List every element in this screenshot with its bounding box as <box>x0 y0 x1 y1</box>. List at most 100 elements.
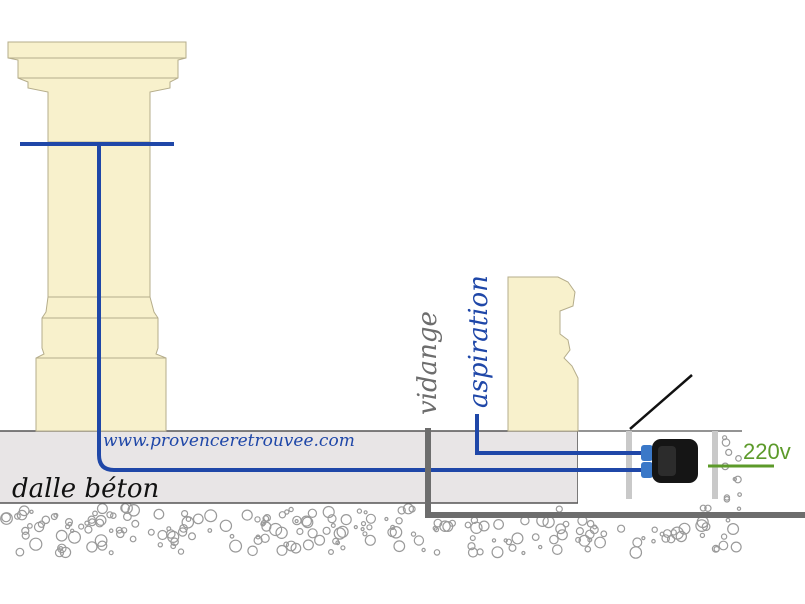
gravel-pebble <box>433 549 441 556</box>
gravel-pebble <box>181 515 195 529</box>
drain-pipe <box>425 428 805 518</box>
gravel-pebble <box>720 533 728 540</box>
gravel-pebble <box>177 527 188 537</box>
gravel-pebble <box>56 543 67 554</box>
gravel-pebble <box>410 531 417 537</box>
gravel-pebble <box>469 535 476 542</box>
gravel-pebble <box>493 519 505 530</box>
gravel-pebble <box>725 448 733 456</box>
gravel-pebble <box>307 528 318 539</box>
gravel-pebble <box>336 525 349 538</box>
gravel-pebble <box>29 537 43 551</box>
gravel-pebble <box>332 537 340 545</box>
gravel-pebble <box>699 504 707 512</box>
gravel-pebble <box>555 505 563 513</box>
gravel-pebble <box>296 527 304 536</box>
drain-label: vidange <box>413 311 443 415</box>
gravel-pebble <box>15 547 25 557</box>
gravel-pebble <box>27 523 33 529</box>
gravel-pebble <box>721 438 731 447</box>
gravel-pebble <box>106 511 114 519</box>
water-pump-icon <box>641 439 698 483</box>
gravel-pebble <box>153 508 165 520</box>
gravel-pebble <box>651 538 656 544</box>
gravel-pebble <box>699 532 706 539</box>
gravel-pebble <box>448 519 456 527</box>
gravel-pebble <box>147 528 155 536</box>
gravel-pebble <box>253 535 263 546</box>
gravel-pebble <box>651 526 658 533</box>
gravel-pebble <box>67 521 73 527</box>
gravel-pebble <box>413 535 425 546</box>
website-label: www.provenceretrouvee.com <box>103 431 355 451</box>
gravel-pebble <box>247 545 258 557</box>
gravel-pebble <box>641 535 646 541</box>
gravel-pebble <box>67 530 81 544</box>
gravel-pebble <box>701 522 711 531</box>
gravel-pebble <box>283 541 290 548</box>
suction-pipe <box>475 414 647 455</box>
gravel-pebble <box>292 515 302 526</box>
gravel-pebble <box>723 495 731 503</box>
gravel-pebble <box>678 522 691 535</box>
gravel-pebble <box>41 515 51 525</box>
gravel-pebble <box>360 526 365 532</box>
gravel-pebble <box>433 526 440 533</box>
gravel-pebble <box>555 523 566 535</box>
gravel-pebble <box>470 521 483 535</box>
gravel-pebble <box>18 505 30 517</box>
gravel-pebble <box>730 541 742 553</box>
gravel-pebble <box>365 513 376 524</box>
gravel-pebble <box>389 525 403 539</box>
gravel-pebble <box>110 512 117 520</box>
gravel-pebble <box>86 541 98 553</box>
gravel-pebble <box>587 537 593 543</box>
gravel-pebble <box>360 520 367 527</box>
gravel-pebble <box>725 517 731 523</box>
gravel-pebble <box>260 533 270 544</box>
gravel-pebble <box>108 550 114 556</box>
gravel-pebble <box>157 529 168 541</box>
gravel-pebble <box>127 503 140 517</box>
gravel-pebble <box>55 529 68 542</box>
gravel-pebble <box>508 543 517 552</box>
gravel-pebble <box>131 519 140 528</box>
gravel-pebble <box>302 539 314 551</box>
gravel-pebble <box>737 492 742 498</box>
gravel-pebble <box>662 529 672 538</box>
gravel-pebble <box>584 529 595 540</box>
gravel-pebble <box>59 546 72 559</box>
gravel-pebble <box>556 529 568 541</box>
gravel-pebble <box>467 547 479 558</box>
gravel-pebble <box>734 475 742 484</box>
gravel-pebble <box>96 503 108 515</box>
gravel-pebble <box>589 525 599 535</box>
concrete-slab <box>0 430 579 504</box>
gravel-pebble <box>204 509 218 523</box>
power-label: 220v <box>743 439 791 464</box>
gravel-pebble <box>322 526 331 535</box>
gravel-pebble <box>229 539 243 553</box>
gravel-pebble <box>115 526 123 534</box>
fountain-supply-pipe <box>20 142 647 472</box>
gravel-pebble <box>616 524 626 533</box>
gravel-pebble <box>0 512 13 525</box>
gravel-pebble <box>188 532 197 541</box>
gravel-pebble <box>713 545 720 553</box>
gravel-pebble <box>13 513 21 520</box>
access-lid-icon <box>629 374 693 430</box>
gravel-pebble <box>366 524 373 531</box>
gravel-pebble <box>395 517 403 525</box>
gravel-pebble <box>29 509 34 514</box>
gravel-pebble <box>37 520 46 528</box>
gravel-pebble <box>584 545 592 553</box>
gravel-pebble <box>551 544 563 555</box>
gravel-pebble <box>94 534 108 547</box>
gravel-pebble <box>364 534 376 546</box>
gravel-pebble <box>21 531 30 540</box>
gravel-pebble <box>390 524 396 531</box>
gravel-pebble <box>278 511 287 519</box>
gravel-pebble <box>503 538 508 543</box>
gravel-pebble <box>314 534 326 546</box>
gravel-pebble <box>661 534 671 543</box>
